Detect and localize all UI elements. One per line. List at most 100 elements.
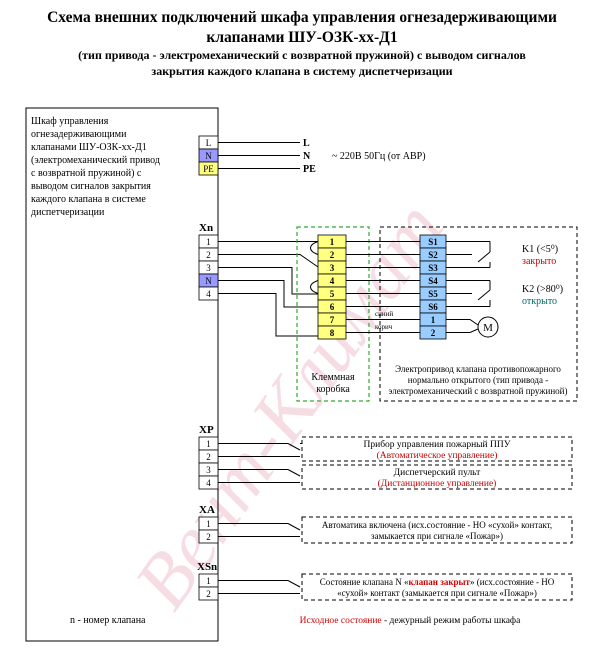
xp-device1-label: Прибор управления пожарный ППУ [364,439,511,450]
actuator-terminal-s6-label: S6 [428,302,438,312]
xp-terminal-2-label: 2 [206,452,211,462]
limit-switch-k1 [446,241,491,268]
cabinet-desc-0: Шкаф управления [31,116,109,127]
footer-note: Исходное состояние - дежурный режим рабо… [300,615,521,626]
xsn-text-prefix: Состояние клапана N « [320,577,409,587]
xsn-text-line2: «сухой» контакт (замыкается при сигнале … [337,588,537,598]
junction-actuator-wires [346,241,420,333]
junction-terminal-block: 1 2 3 4 5 6 7 8 [317,234,347,340]
xp-device1-box [301,436,573,462]
power-supply-label: ~ 220В 50Гц (от АВР) [332,151,426,162]
wire-blue-label: синий [375,310,393,318]
xa-terminal-1-label: 1 [206,519,211,529]
junction-terminal-8-label: 8 [330,328,335,338]
power-labels: L N PE [303,138,316,175]
cabinet-box [25,107,219,642]
xsn-text-line1: Состояние клапана N «клапан закрыт» (исх… [320,577,555,587]
actuator-terminal-s4-label: S4 [428,276,438,286]
junction-jumpers [310,241,319,294]
xsn-name: XSn [197,561,217,573]
motor-wires [446,319,479,333]
cabinet-desc-5: выводом сигналов закрытия [31,181,151,192]
wire-brown-label: корич [375,323,393,331]
cabinet-desc-7: диспетчеризации [31,207,105,218]
power-terminal-n-label: N [205,151,212,161]
xa-wires [218,523,301,537]
xsn-text-red: клапан закрыт [408,577,470,587]
xsn-terminal-1-label: 1 [206,576,211,586]
motor-label: M [483,322,493,334]
xsn-wires [218,580,301,594]
actuator-terminal-s1-label: S1 [428,237,438,247]
cabinet-desc-1: огнезадерживающими [31,129,127,140]
xp-terminal-1-label: 1 [206,439,211,449]
xn-terminal-2-label: 2 [206,250,211,260]
power-label-l: L [303,138,310,149]
cabinet-footnote: n - номер клапана [70,615,146,626]
actuator-terminal-block: S1 S2 S3 S4 S5 S6 1 2 [419,234,447,340]
xp-device1-note: (Автоматическое управление) [377,450,498,461]
footer-rest: - дежурный режим работы шкафа [382,615,521,626]
xp-terminal-3-label: 3 [206,465,211,475]
power-wires [218,142,300,169]
junction-terminal-3-label: 3 [330,263,335,273]
actuator-desc-2: электромеханический с возвратной пружино… [389,386,568,396]
actuator-terminal-s5-label: S5 [428,289,438,299]
power-terminal-block: L N PE [198,135,219,176]
cabinet-desc-2: клапанами ШУ-ОЗК-хх-Д1 [31,142,147,153]
xn-terminal-1-label: 1 [206,237,211,247]
xa-name: XA [199,504,215,516]
actuator-terminal-2-label: 2 [431,328,436,338]
title-line4: закрытия каждого клапана в систему диспе… [151,64,452,78]
xa-text-line1: Автоматика включена (исх.состояние - НО … [322,520,552,530]
k2-label: K2 (>80⁰) [522,284,563,295]
watermark: Вент-Климат [117,186,460,624]
xa-terminal-2-label: 2 [206,532,211,542]
power-label-pe: PE [303,164,316,175]
junction-terminal-7-label: 7 [330,315,335,325]
cabinet-desc-4: с возвратной пружиной) с [31,168,142,179]
xp-terminal-4-label: 4 [206,478,211,488]
footer-red: Исходное состояние [300,616,382,626]
power-label-n: N [303,151,311,162]
actuator-terminal-s3-label: S3 [428,263,438,273]
xn-terminal-4-label: 4 [206,289,211,299]
xp-terminal-block: 1 2 3 4 [198,436,219,490]
xsn-text-suffix: » (исх.состояние - НО [470,577,555,587]
xsn-device-box [301,573,573,601]
title-line1: Схема внешних подключений шкафа управлен… [47,9,557,26]
k1-state: закрыто [522,256,556,267]
junction-terminal-2-label: 2 [330,250,335,260]
xn-terminal-3-label: 3 [206,263,211,273]
xa-device-box [301,516,573,544]
actuator-terminal-s2-label: S2 [428,250,438,260]
k2-state: открыто [522,296,557,307]
xn-terminal-block: 1 2 3 N 4 [198,234,219,301]
xa-terminal-block: 1 2 [198,516,219,544]
k1-label: K1 (<5⁰) [522,244,558,255]
cabinet-description: Шкаф управления огнезадерживающими клапа… [31,116,160,218]
junction-label-line1: Клеммная [311,372,355,383]
actuator-terminal-1-label: 1 [431,315,436,325]
limit-switch-k2 [446,280,491,307]
xp-wires [218,443,302,483]
junction-terminal-5-label: 5 [330,289,335,299]
xp-device2-note: (Дистанционное управление) [378,478,497,489]
xn-name: Xn [199,222,213,234]
actuator-desc-0: Электропривод клапана противопожарного [395,364,561,374]
xp-device2-box [301,464,573,490]
xn-wires [218,241,319,337]
xsn-terminal-2-label: 2 [206,589,211,599]
junction-label-line2: коробка [316,384,350,395]
actuator-box-border [379,226,578,402]
title-line3: (тип привода - электромеханический с воз… [78,48,526,62]
motor-icon [477,316,499,338]
power-terminal-l-label: L [206,138,212,148]
xp-device2-label: Диспетчерский пульт [394,467,481,478]
junction-terminal-1-label: 1 [330,237,335,247]
xp-name: XP [199,424,214,436]
xa-text-line2: замыкается при сигнале «Пожар») [371,531,503,541]
cabinet-desc-3: (электромеханический привод [31,155,160,166]
xsn-terminal-block: 1 2 [198,573,219,601]
